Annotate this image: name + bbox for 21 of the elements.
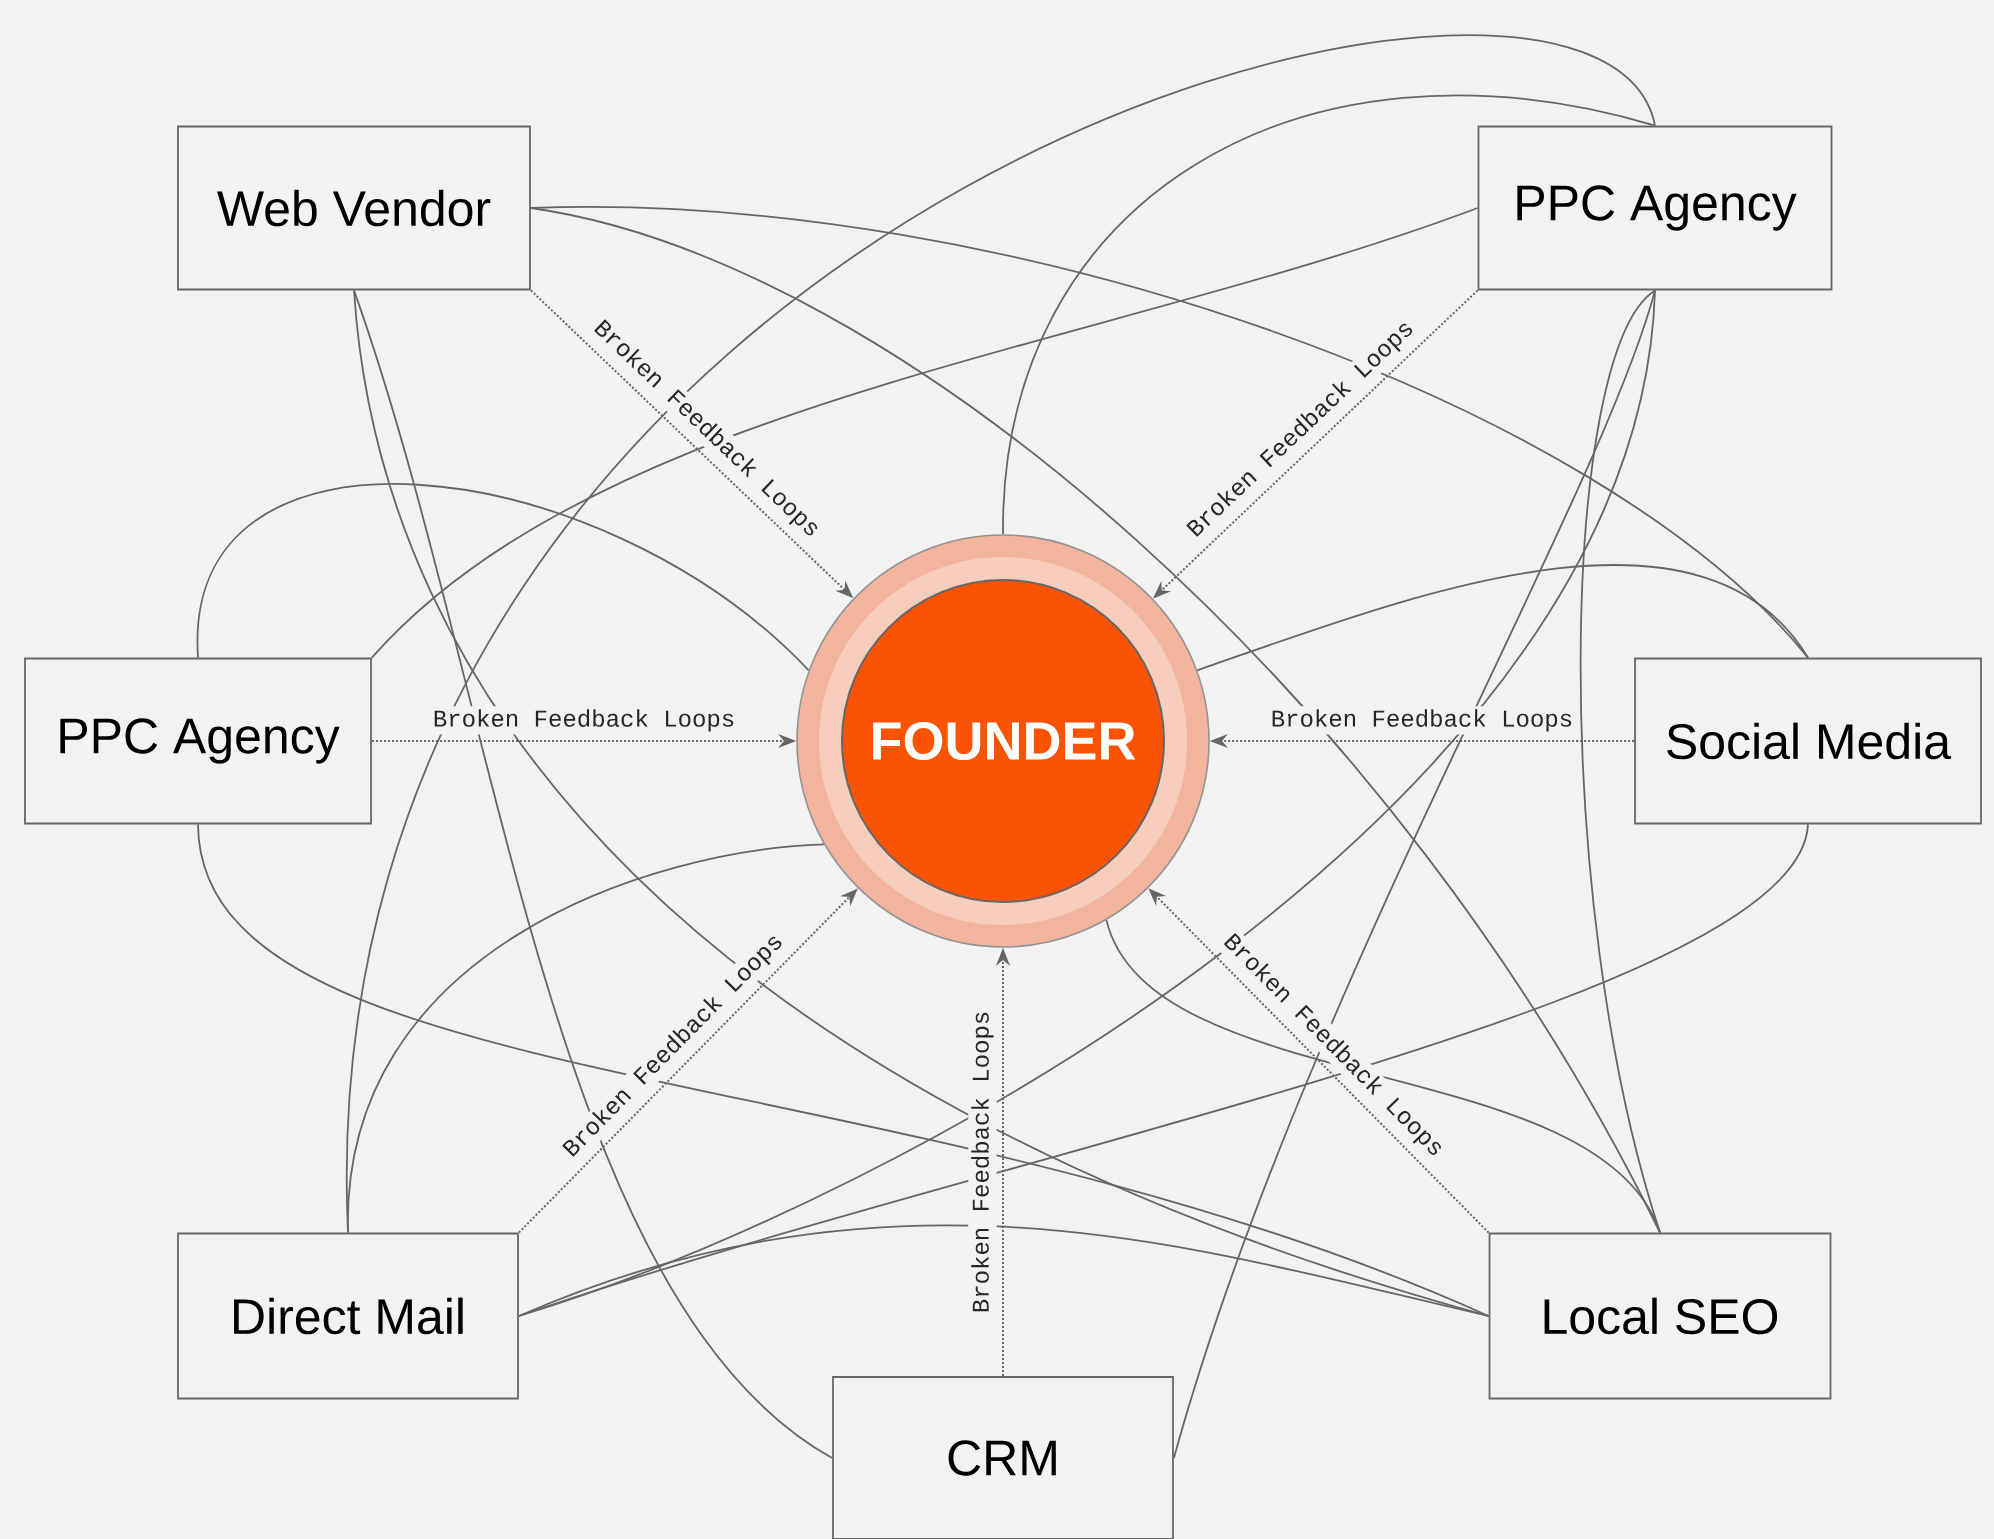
connector-line: [1196, 564, 1809, 672]
connector-line: [347, 843, 825, 1234]
edge-label: Broken Feedback Loops: [429, 706, 739, 735]
connector-line: [197, 483, 810, 672]
edge-label: Broken Feedback Loops: [968, 1007, 997, 1317]
channel-box: Local SEO: [1488, 1232, 1832, 1400]
channel-box: Web Vendor: [177, 125, 531, 291]
channel-box: PPC Agency: [24, 657, 372, 825]
connector-line: [371, 207, 1479, 659]
channel-box: PPC Agency: [1477, 125, 1833, 291]
connector-line: [353, 289, 833, 1459]
connector-line: [197, 823, 1490, 1317]
connector-line: [530, 207, 1661, 1234]
connector-line: [518, 1224, 1490, 1317]
channel-box: CRM: [832, 1376, 1174, 1539]
channel-box: Direct Mail: [177, 1232, 519, 1400]
connector-line: [1105, 919, 1661, 1234]
edge-label: Broken Feedback Loops: [1267, 706, 1577, 735]
connector-line: [1002, 95, 1656, 536]
connector-line: [1173, 289, 1656, 1459]
channel-box: Social Media: [1634, 657, 1982, 825]
